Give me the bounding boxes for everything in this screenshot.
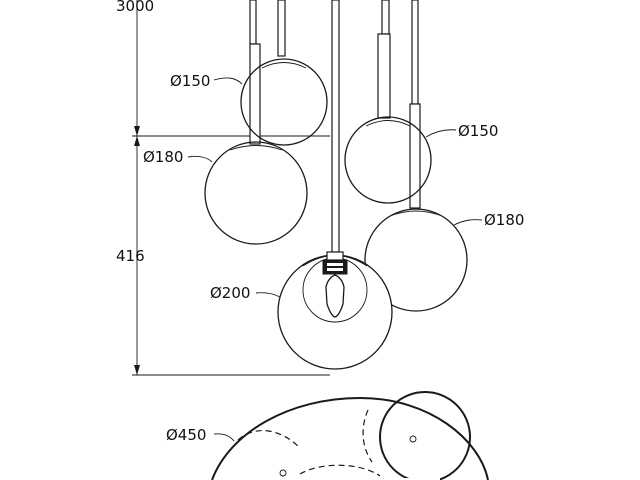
- shade-180-right: Ø180: [364, 208, 524, 312]
- label-shade-150-left: Ø150: [170, 72, 210, 90]
- suspension-rods: [249, 0, 421, 253]
- shade-200-front: Ø200: [210, 251, 393, 370]
- label-shade-180-right: Ø180: [484, 211, 524, 229]
- label-canopy: Ø450: [166, 426, 206, 444]
- label-shade-200: Ø200: [210, 284, 250, 302]
- shade-150-left: Ø150: [170, 58, 328, 146]
- shade-150-right: Ø150: [344, 116, 498, 204]
- label-shade-150-right: Ø150: [458, 122, 498, 140]
- shade-180-left: Ø180: [143, 141, 308, 245]
- canopy-450: Ø450: [166, 391, 489, 480]
- cluster-height-label: 416: [116, 247, 145, 265]
- height-dimension: 3000 416: [116, 0, 330, 376]
- label-shade-180-left: Ø180: [143, 148, 183, 166]
- overall-height-label: 3000: [116, 0, 154, 15]
